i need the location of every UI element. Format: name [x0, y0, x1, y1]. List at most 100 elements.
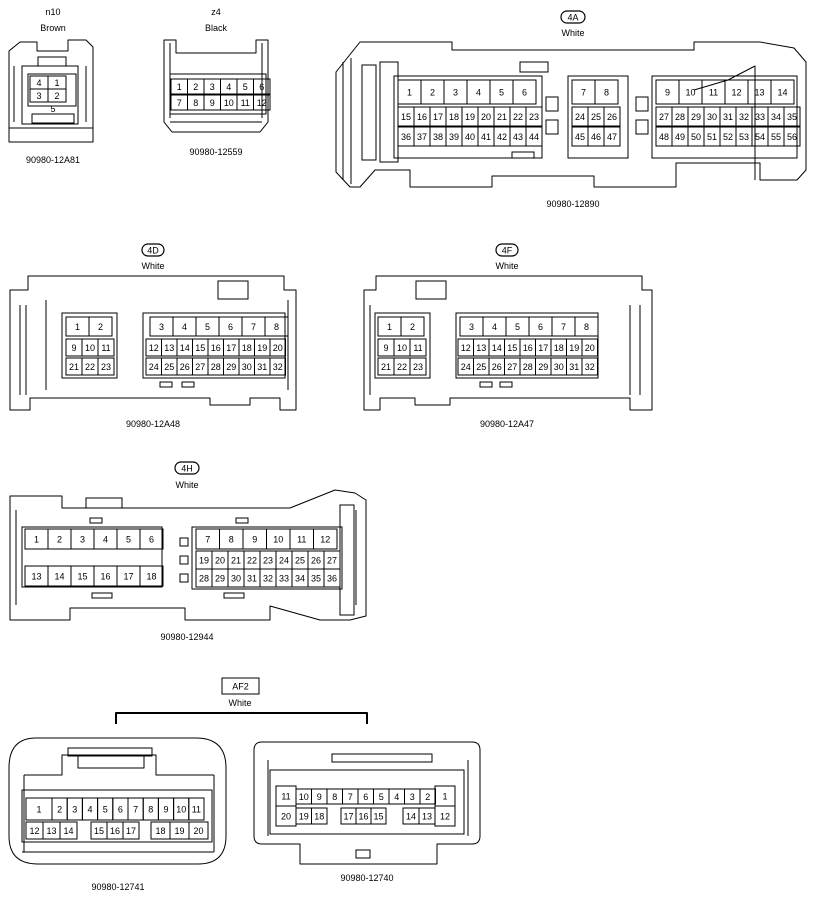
- pin-cell: [139, 528, 164, 550]
- pin-4A-55: 55: [767, 126, 785, 147]
- pin-number: 30: [707, 112, 717, 122]
- pin-number: 3: [36, 91, 41, 101]
- pin-number: 5: [499, 88, 504, 98]
- connector-name: 4H: [181, 464, 193, 474]
- pin-4H-26: 26: [307, 550, 325, 570]
- pin-number: 12: [440, 812, 450, 822]
- pin-4A-40: 40: [461, 126, 479, 147]
- pin-4H-32: 32: [259, 568, 277, 588]
- housing-detail: [499, 381, 513, 388]
- housing-detail: [235, 517, 249, 524]
- pin-number: 16: [417, 112, 427, 122]
- pin-number: 1: [54, 78, 59, 88]
- pin-number: 28: [199, 574, 209, 584]
- pin-4D-6: 6: [218, 316, 243, 337]
- pin-4F-9: 9: [377, 338, 395, 357]
- latch: [415, 280, 447, 300]
- part-number: 90980-12A48: [126, 419, 180, 429]
- pin-number: 14: [492, 343, 502, 353]
- pin-number: 8: [148, 805, 153, 815]
- pin-number: 7: [205, 535, 210, 545]
- pin-number: 32: [263, 574, 273, 584]
- pin-4A-34: 34: [767, 106, 785, 127]
- pin-4D-31: 31: [254, 357, 271, 376]
- pin-4H-10: 10: [266, 528, 291, 550]
- pin-AF2-9: 9: [157, 797, 175, 821]
- pin-number: 1: [407, 88, 412, 98]
- pin-4A-35: 35: [783, 106, 801, 127]
- pin-AF2-5: 5: [373, 788, 390, 805]
- connector-color: White: [228, 698, 251, 708]
- pin-4H-13: 13: [24, 565, 49, 587]
- pin-number: 17: [123, 572, 133, 582]
- pin-4A-23: 23: [525, 106, 543, 127]
- pin-number: 34: [295, 574, 305, 584]
- pin-number: 12: [149, 343, 159, 353]
- badge-outline: [141, 243, 165, 257]
- housing-detail: [635, 119, 649, 135]
- pin-number: 7: [133, 805, 138, 815]
- part-number: 90980-12944: [160, 632, 213, 642]
- pin-number: 2: [54, 91, 59, 101]
- pin-z4-7: 7: [170, 94, 188, 111]
- pin-4H-7: 7: [195, 528, 220, 550]
- pin-number: 17: [433, 112, 443, 122]
- housing-detail: [511, 151, 535, 159]
- pin-z4-2: 2: [187, 78, 205, 95]
- pin-4A-19: 19: [461, 106, 479, 127]
- pin-4H-18: 18: [139, 565, 164, 587]
- pin-4A-25: 25: [587, 106, 605, 127]
- housing-detail: [355, 849, 371, 859]
- pin-cell: [400, 316, 425, 337]
- pin-number: 9: [210, 98, 215, 108]
- pin-cell: [139, 565, 164, 587]
- housing-outline: [115, 712, 368, 724]
- pin-4D-15: 15: [192, 338, 209, 357]
- pin-number: 8: [604, 88, 609, 98]
- pin-number: 4: [87, 805, 92, 815]
- pin-number: 42: [497, 132, 507, 142]
- badge-outline: [495, 243, 519, 257]
- connector-badge: 4H: [174, 461, 200, 475]
- pin-number: 18: [449, 112, 459, 122]
- pin-4A-50: 50: [687, 126, 705, 147]
- pin-number: 45: [575, 132, 585, 142]
- pin-number: 39: [449, 132, 459, 142]
- pin-4H-6: 6: [139, 528, 164, 550]
- pin-cell: [409, 357, 427, 376]
- pin-number: 2: [57, 805, 62, 815]
- pin-AF2-19: 19: [169, 821, 190, 840]
- pin-AF2-17: 17: [122, 821, 140, 840]
- pin-number: 32: [273, 362, 283, 372]
- pin-number: 7: [561, 322, 566, 332]
- pin-number: 19: [465, 112, 475, 122]
- pin-cell: [264, 316, 289, 337]
- pin-number: 4: [492, 322, 497, 332]
- pin-4D-11: 11: [97, 338, 115, 357]
- connector-name: 4F: [502, 246, 513, 256]
- pin-cell: [770, 79, 795, 105]
- pin-4A-41: 41: [477, 126, 495, 147]
- pin-4A-26: 26: [603, 106, 621, 127]
- pin-cell: [59, 821, 78, 840]
- pin-z4-3: 3: [203, 78, 221, 95]
- connector-name: AF2: [232, 682, 249, 692]
- pin-number: 32: [739, 112, 749, 122]
- pin-4H-30: 30: [227, 568, 245, 588]
- pin-cell: [188, 821, 209, 840]
- pin-4A-20: 20: [477, 106, 495, 127]
- pin-4A-15: 15: [397, 106, 415, 127]
- pin-4A-42: 42: [493, 126, 511, 147]
- pin-number: 50: [691, 132, 701, 142]
- pin-number: 36: [327, 574, 337, 584]
- pin-AF2-13: 13: [418, 807, 436, 825]
- pin-number: 1: [442, 792, 447, 802]
- pin-number: 29: [226, 362, 236, 372]
- pin-4A-16: 16: [413, 106, 431, 127]
- pin-4A-11: 11: [701, 79, 726, 105]
- pin-4F-18: 18: [550, 338, 567, 357]
- pin-cell: [581, 338, 598, 357]
- pin-z4-11: 11: [236, 94, 254, 111]
